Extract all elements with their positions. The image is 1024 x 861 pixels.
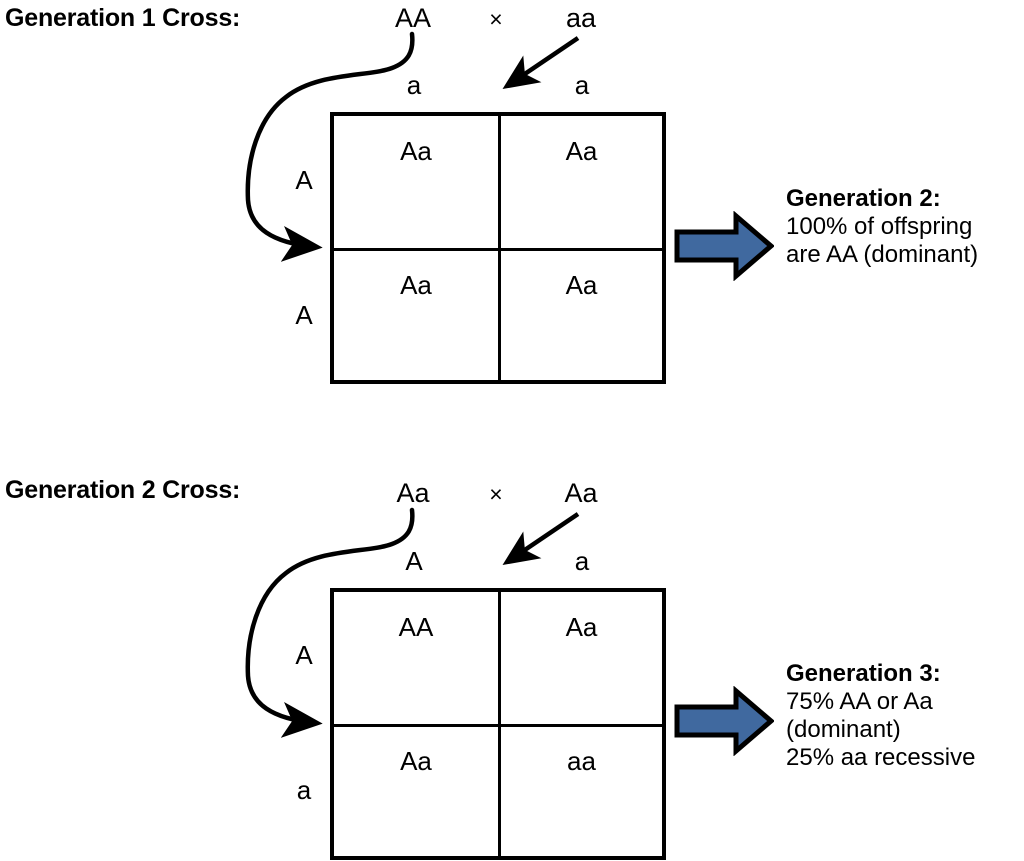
- generation-1-row-header-2: A: [295, 300, 313, 330]
- generation-2-result-line: 100% of offspring: [786, 213, 973, 240]
- generation-1-cross-symbol: ×: [489, 6, 503, 32]
- generation-3-result: Generation 3: 75% AA or Aa (dominant) 25…: [786, 660, 1024, 772]
- punnett-cell: aa: [498, 724, 662, 856]
- generation-2-row-header-1: A: [295, 640, 313, 670]
- generation-2-column-header-2: a: [574, 546, 590, 576]
- punnett-cell: Aa: [334, 724, 498, 856]
- generation-2-cross-symbol: ×: [489, 481, 503, 507]
- punnett-cell: Aa: [334, 248, 498, 380]
- block-arrow-right-icon: [674, 686, 774, 756]
- punnett-square-generation-2: AA Aa Aa aa: [330, 588, 666, 860]
- generation-1-cross-title: Generation 1 Cross:: [5, 4, 241, 32]
- generation-2-column-header-1: A: [405, 546, 423, 576]
- generation-1-column-header-1: a: [406, 70, 422, 100]
- generation-1-row-header-1: A: [295, 165, 313, 195]
- generation-1-column-header-2: a: [574, 70, 590, 100]
- generation-2-row-header-2: a: [296, 775, 312, 805]
- generation-2-cross-title: Generation 2 Cross:: [5, 476, 241, 504]
- punnett-cell: AA: [398, 612, 434, 642]
- generation-3-result-line: 25% aa recessive: [786, 744, 976, 771]
- punnett-cell: Aa: [498, 248, 662, 380]
- generation-2-result-line: are AA (dominant): [786, 241, 979, 268]
- generation-3-result-line: (dominant): [786, 716, 901, 743]
- generation-3-result-heading: Generation 3:: [786, 660, 941, 687]
- generation-2-result-heading: Generation 2:: [786, 185, 941, 212]
- punnett-cell: Aa: [498, 592, 662, 724]
- punnett-cell: Aa: [400, 136, 432, 166]
- generation-1-parent-right-genotype: aa: [565, 3, 597, 33]
- punnett-square-generation-1: Aa Aa Aa Aa: [330, 112, 666, 384]
- generation-2-parent-left-genotype: Aa: [396, 478, 430, 508]
- punnett-cell: Aa: [498, 116, 662, 248]
- generation-2-result: Generation 2: 100% of offspring are AA (…: [786, 185, 1024, 269]
- generation-1-parent-left-genotype: AA: [394, 3, 432, 33]
- generation-3-result-line: 75% AA or Aa: [786, 688, 933, 715]
- block-arrow-right-icon: [674, 211, 774, 281]
- generation-2-parent-right-genotype: Aa: [564, 478, 598, 508]
